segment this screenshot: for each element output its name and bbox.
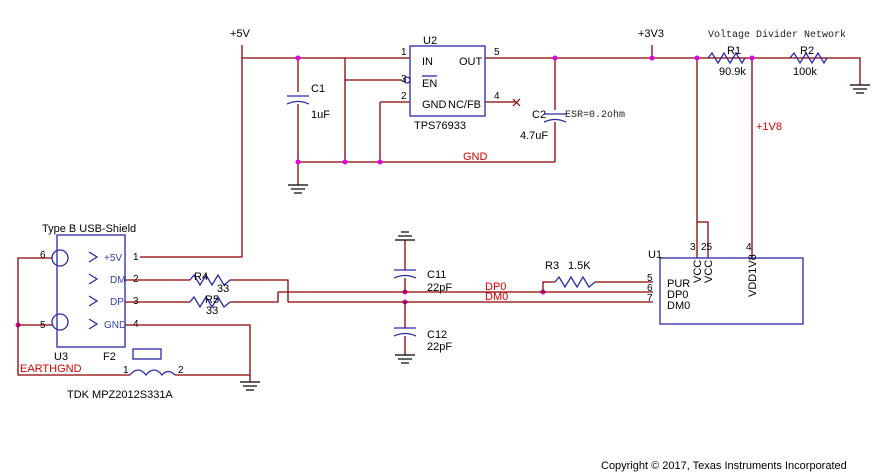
r2-ref: R2: [800, 45, 814, 57]
u1-pin-num-4: 4: [746, 242, 752, 253]
r4-ref: R4: [194, 271, 208, 283]
u1-pin-num-3: 3: [690, 242, 696, 253]
ferrite-pin-2: 2: [178, 365, 184, 376]
c2-value: 4.7uF: [520, 130, 548, 142]
u1-pin-num-25: 25: [701, 242, 713, 253]
rail-label-3v3: +3V3: [638, 28, 664, 40]
usb-f2: F2: [103, 351, 116, 363]
u2-ref: U2: [423, 35, 437, 47]
c1-ref: C1: [311, 83, 325, 95]
c12-ref: C12: [427, 329, 447, 341]
ferrite-part: TDK MPZ2012S331A: [67, 389, 173, 401]
rail-label-1v8: +1V8: [756, 121, 782, 133]
divider-title: Voltage Divider Network: [708, 29, 846, 41]
r3-ref: R3: [545, 260, 559, 272]
r3-value: 1.5K: [568, 260, 591, 272]
resistor-r2: [789, 51, 828, 65]
ground-symbol-c12: [395, 354, 415, 364]
ferrite-bead: [129, 348, 176, 377]
ground-symbol-divider: [850, 84, 870, 94]
u1-pin-pur: PUR: [667, 278, 690, 290]
u2-pin-num-5: 5: [494, 47, 500, 58]
u1-pin-dp0: DP0: [667, 289, 688, 301]
net-label-dm0: DM0: [485, 291, 508, 303]
c11-ref: C11: [427, 269, 446, 281]
u2-pin-gnd: GND: [422, 99, 447, 111]
usb-pin-gnd: GND: [104, 320, 126, 331]
r4-value: 33: [217, 283, 229, 295]
wire-5v-rail: [140, 45, 861, 258]
no-connect-mark: [512, 98, 521, 107]
u1-pin-vcc-a: VCC: [692, 260, 704, 283]
r1-value: 90.9k: [719, 66, 746, 78]
usb-pin-num-6: 6: [40, 250, 46, 261]
usb-pin-dm: DM: [110, 275, 126, 286]
ferrite-pin-1: 1: [123, 365, 129, 376]
ldo-u2: [403, 45, 486, 117]
c11-value: 22pF: [427, 282, 452, 294]
resistor-r4: [189, 273, 231, 287]
usb-pin-dp: DP: [110, 297, 124, 308]
r2-value: 100k: [793, 66, 817, 78]
c12-value: 22pF: [427, 341, 452, 353]
u1-pin-vcc-b: VCC: [703, 260, 715, 283]
net-label-gnd: GND: [463, 151, 488, 163]
c2-note: ESR=0.2ohm: [565, 109, 625, 121]
ground-symbol-usb: [240, 381, 260, 391]
u1-ref: U1: [648, 249, 662, 261]
u2-pin-out: OUT: [459, 56, 483, 68]
ic-u1: [659, 257, 804, 325]
net-label-earthgnd: EARTHGND: [20, 363, 82, 375]
resistor-r1: [707, 51, 746, 65]
copyright-text: Copyright © 2017, Texas Instruments Inco…: [601, 460, 847, 472]
r5-value: 33: [206, 305, 218, 317]
u2-pin-in: IN: [422, 56, 433, 68]
usb-title: Type B USB-Shield: [42, 223, 136, 235]
ground-symbol-ldo: [288, 184, 308, 194]
c1-value: 1uF: [311, 109, 330, 121]
usb-u3: U3: [54, 351, 68, 363]
resistor-r3: [554, 275, 596, 289]
u2-pin-en: EN: [422, 78, 437, 90]
net-label-dp0: DP0: [485, 281, 506, 293]
r5-ref: R5: [205, 294, 219, 306]
r1-ref: R1: [727, 45, 741, 57]
u2-pin-num-4: 4: [494, 91, 500, 102]
u2-pin-num-3: 3: [401, 74, 407, 85]
capacitor-c1: [286, 95, 310, 105]
usb-connector-body: [51, 234, 126, 348]
u1-pin-num-7: 7: [647, 293, 653, 304]
usb-pin-num-1: 1: [133, 252, 139, 263]
wire-usb-signals: [17, 240, 653, 382]
u1-pin-dm0: DM0: [667, 300, 690, 312]
capacitor-c2: [543, 113, 567, 123]
u2-part: TPS76933: [414, 120, 466, 132]
junction-dots: [15, 55, 755, 328]
c2-ref: C2: [532, 109, 546, 121]
u2-pin-nc: NC/FB: [448, 99, 481, 111]
rail-label-5v: +5V: [230, 28, 251, 40]
u2-pin-num-1: 1: [401, 47, 407, 58]
resistor-r5: [189, 295, 231, 309]
u1-pin-num-5: 5: [647, 273, 653, 284]
ground-symbol-c11: [395, 231, 415, 241]
capacitor-c11: [393, 269, 417, 279]
usb-pin-5v: +5V: [104, 253, 122, 264]
u2-pin-num-2: 2: [401, 91, 407, 102]
capacitor-c12: [393, 327, 417, 337]
u1-pin-num-6: 6: [647, 283, 653, 294]
u1-pin-vdd: VDD1V8: [747, 254, 759, 297]
